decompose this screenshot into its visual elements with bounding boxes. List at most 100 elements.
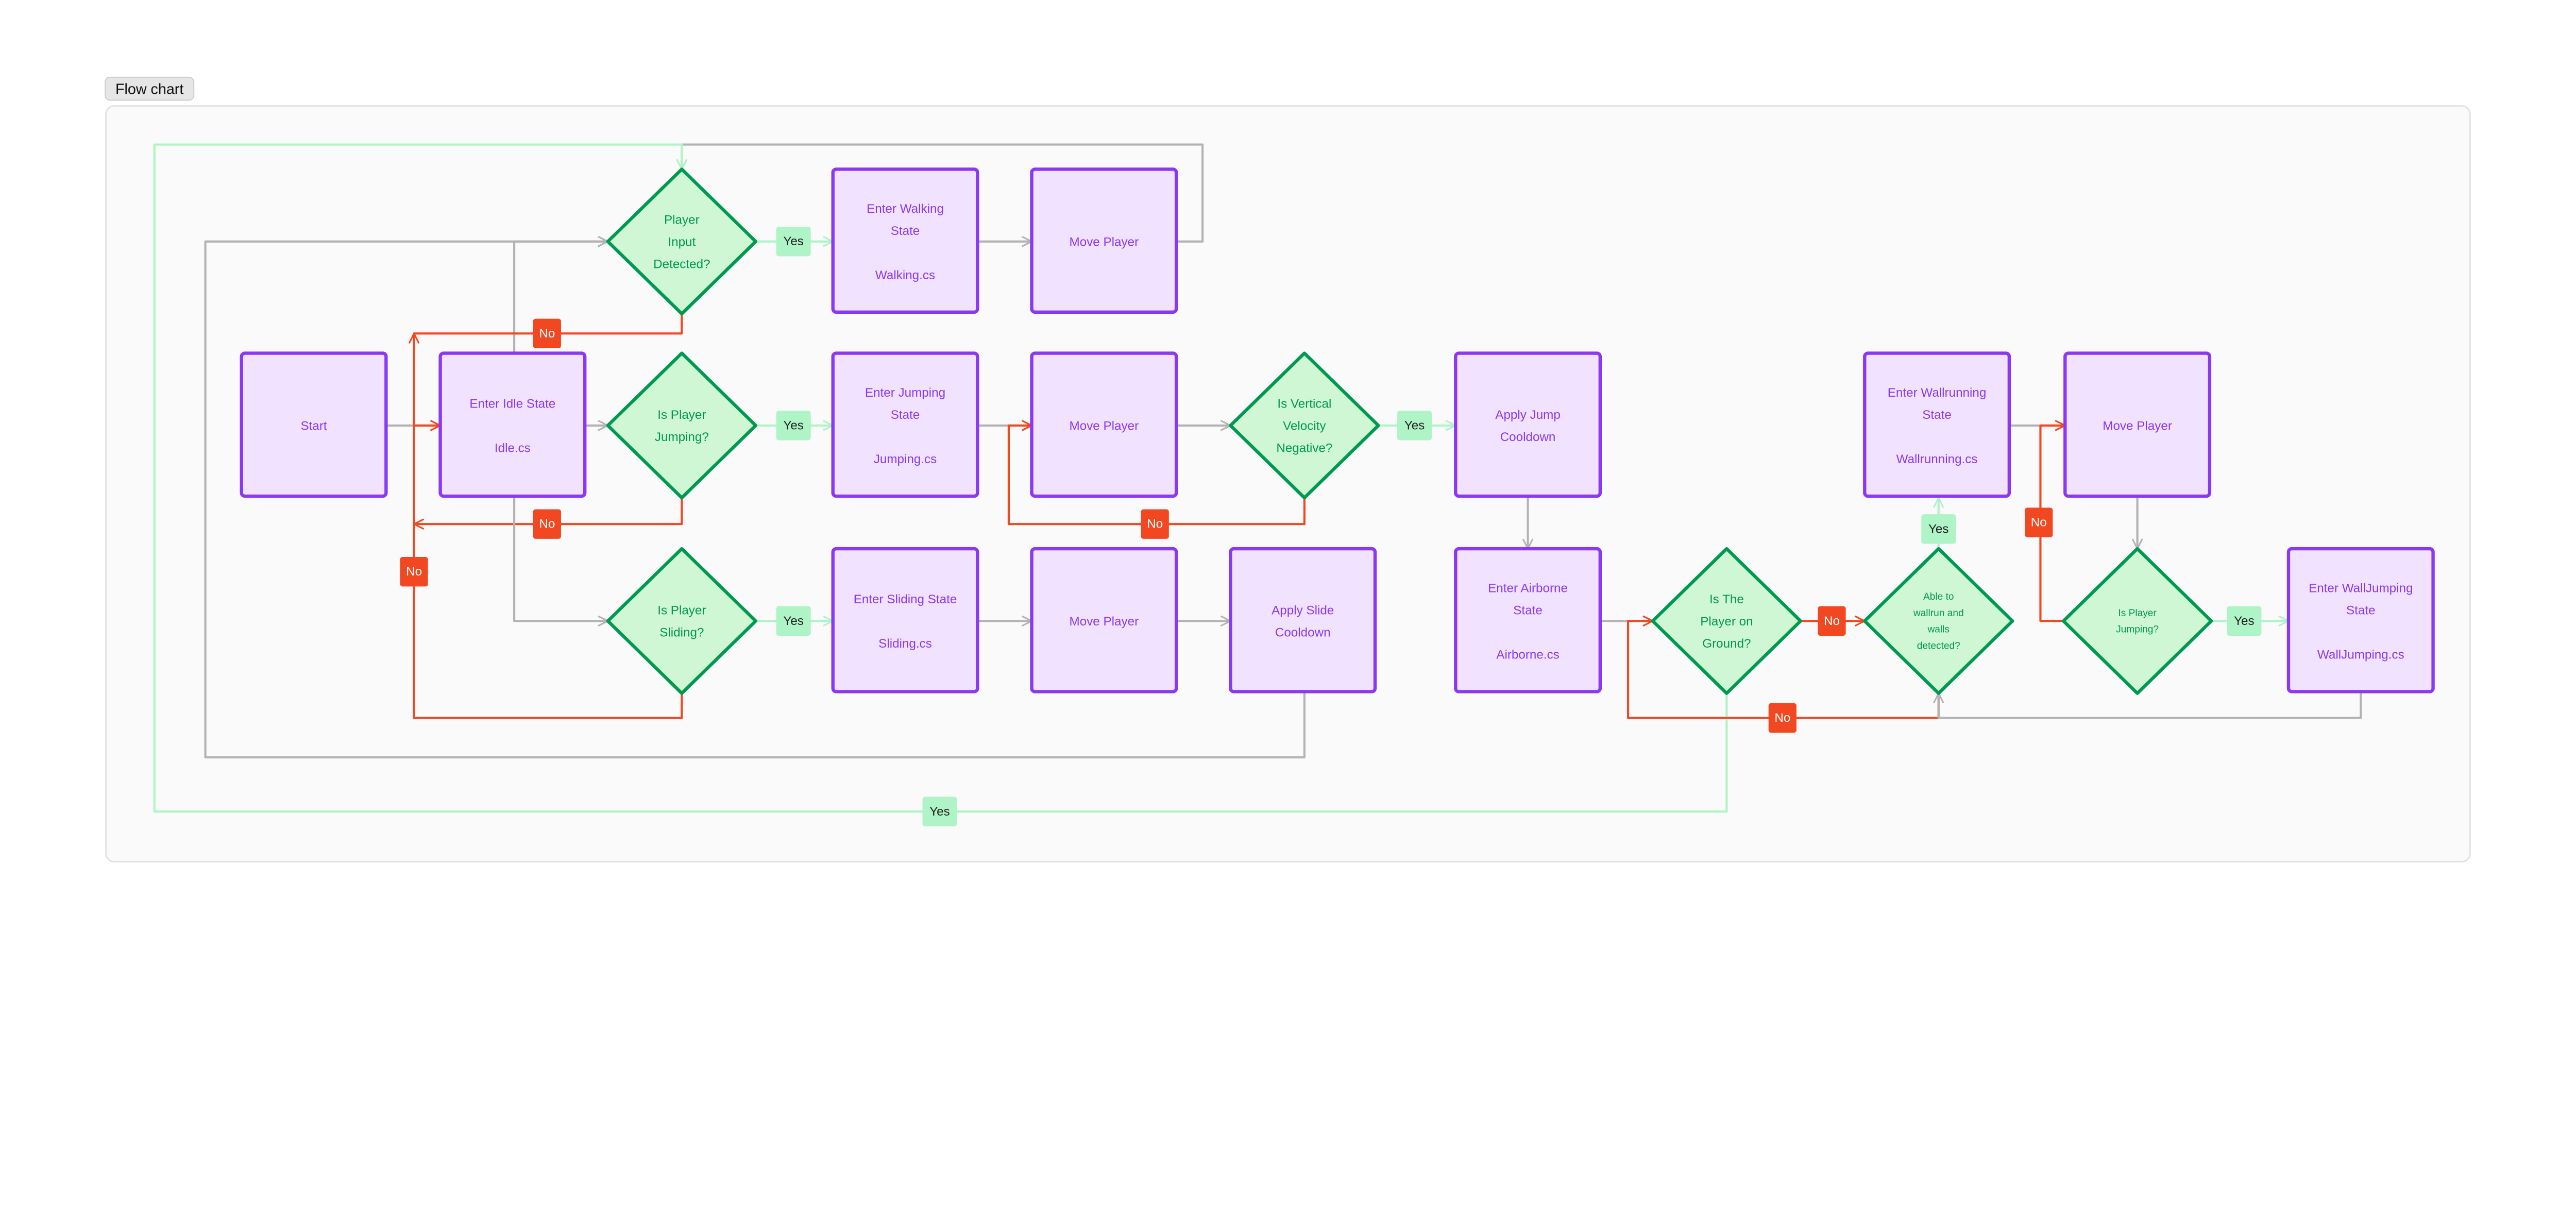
no-badge	[1141, 509, 1169, 539]
edge-label-no-input: No	[533, 318, 561, 349]
decision-diamond	[2061, 547, 2213, 695]
process-node-move3[interactable]: Move Player	[1030, 547, 1178, 693]
yes-badge-text: Yes	[1404, 418, 1425, 432]
connector-sliding-no	[414, 333, 683, 719]
decision-diamond	[606, 351, 758, 500]
edge-label-yes-velocity: Yes	[1397, 411, 1432, 440]
node-label: State	[891, 224, 920, 238]
no-badge-text: No	[1147, 517, 1163, 531]
process-box	[831, 547, 979, 693]
process-box	[240, 351, 388, 498]
edge-label-yes-wallrun: Yes	[1921, 514, 1956, 544]
yes-badge-text: Yes	[783, 418, 804, 432]
edge-label-yes-sliding: Yes	[776, 606, 811, 636]
node-label: Enter Sliding State	[854, 592, 957, 606]
yes-badge	[1921, 514, 1956, 544]
edge-label-no-ground: No	[1818, 606, 1846, 636]
node-label: Input	[668, 235, 696, 249]
node-label: Enter Wallrunning	[1888, 386, 1987, 400]
node-label: Move Player	[2103, 419, 2172, 433]
decision-diamond	[1863, 547, 2014, 695]
edge-label-no-wallrun: No	[1768, 703, 1797, 733]
node-label: Start	[300, 419, 327, 433]
no-badge	[533, 318, 561, 349]
no-badge-text: No	[2031, 516, 2047, 530]
decision-diamond	[606, 547, 758, 695]
connector-walljumping-to-canwallrun	[1939, 691, 2362, 719]
node-label: Is The	[1709, 592, 1744, 606]
node-label: detected?	[1917, 641, 1960, 652]
node-label: Move Player	[1070, 615, 1139, 629]
yes-badge	[776, 606, 811, 636]
process-box	[1454, 547, 1602, 693]
node-label: Able to	[1923, 591, 1954, 602]
frame-label[interactable]: Flow chart	[105, 76, 195, 101]
yes-badge-text: Yes	[929, 805, 950, 819]
process-node-move4[interactable]: Move Player	[2063, 351, 2212, 498]
process-box	[1863, 351, 2011, 498]
node-label: Apply Slide	[1272, 603, 1334, 617]
node-label: State	[891, 408, 920, 422]
decision-diamond	[1229, 351, 1380, 500]
node-label: Airborne.cs	[1496, 648, 1560, 662]
node-label: Enter WallJumping	[2309, 581, 2413, 595]
process-node-start[interactable]: Start	[240, 351, 388, 498]
no-badge	[1818, 606, 1846, 636]
connector-idle-to-issliding	[513, 496, 608, 621]
process-node-move2[interactable]: Move Player	[1030, 351, 1178, 498]
node-label: Walking.cs	[875, 268, 935, 282]
node-label: Player on	[1700, 615, 1753, 629]
node-label: Jumping?	[655, 430, 709, 444]
no-badge-text: No	[1774, 711, 1790, 725]
node-label: walls	[1927, 624, 1950, 635]
connector-ground-yes-loop	[153, 143, 1728, 813]
decision-diamond	[1651, 547, 1803, 695]
node-label: Enter Idle State	[469, 397, 555, 411]
edge-label-no-sliding: No	[400, 556, 428, 587]
no-badge-text: No	[539, 517, 555, 531]
frame-label-text: Flow chart	[115, 81, 183, 98]
process-box	[2063, 351, 2212, 498]
yes-badge-text: Yes	[783, 234, 804, 248]
node-label: WallJumping.cs	[2317, 648, 2404, 662]
node-label: Is Player	[657, 408, 706, 422]
node-label: Player	[664, 213, 700, 227]
process-box	[1229, 547, 1377, 693]
node-label: Move Player	[1070, 419, 1139, 433]
node-label: State	[1922, 408, 1952, 422]
edge-label-yes-jumping: Yes	[776, 411, 811, 440]
yes-badge	[776, 227, 811, 257]
process-node-move1[interactable]: Move Player	[1030, 167, 1178, 314]
edge-label-yes-input: Yes	[776, 227, 811, 257]
process-box	[1030, 167, 1178, 314]
yes-badge-text: Yes	[1928, 522, 1949, 536]
connector-velocity-no	[1007, 426, 1306, 526]
edge-label-no-velocity: No	[1141, 509, 1169, 539]
edge-label-no-walljump: No	[2025, 507, 2053, 537]
no-badge	[400, 556, 428, 587]
node-label: Enter Walking	[867, 202, 944, 216]
yes-badge-text: Yes	[783, 614, 804, 628]
yes-badge	[922, 797, 957, 826]
connectors	[153, 143, 2362, 813]
node-label: Detected?	[653, 257, 710, 271]
decision-diamond	[606, 167, 758, 316]
